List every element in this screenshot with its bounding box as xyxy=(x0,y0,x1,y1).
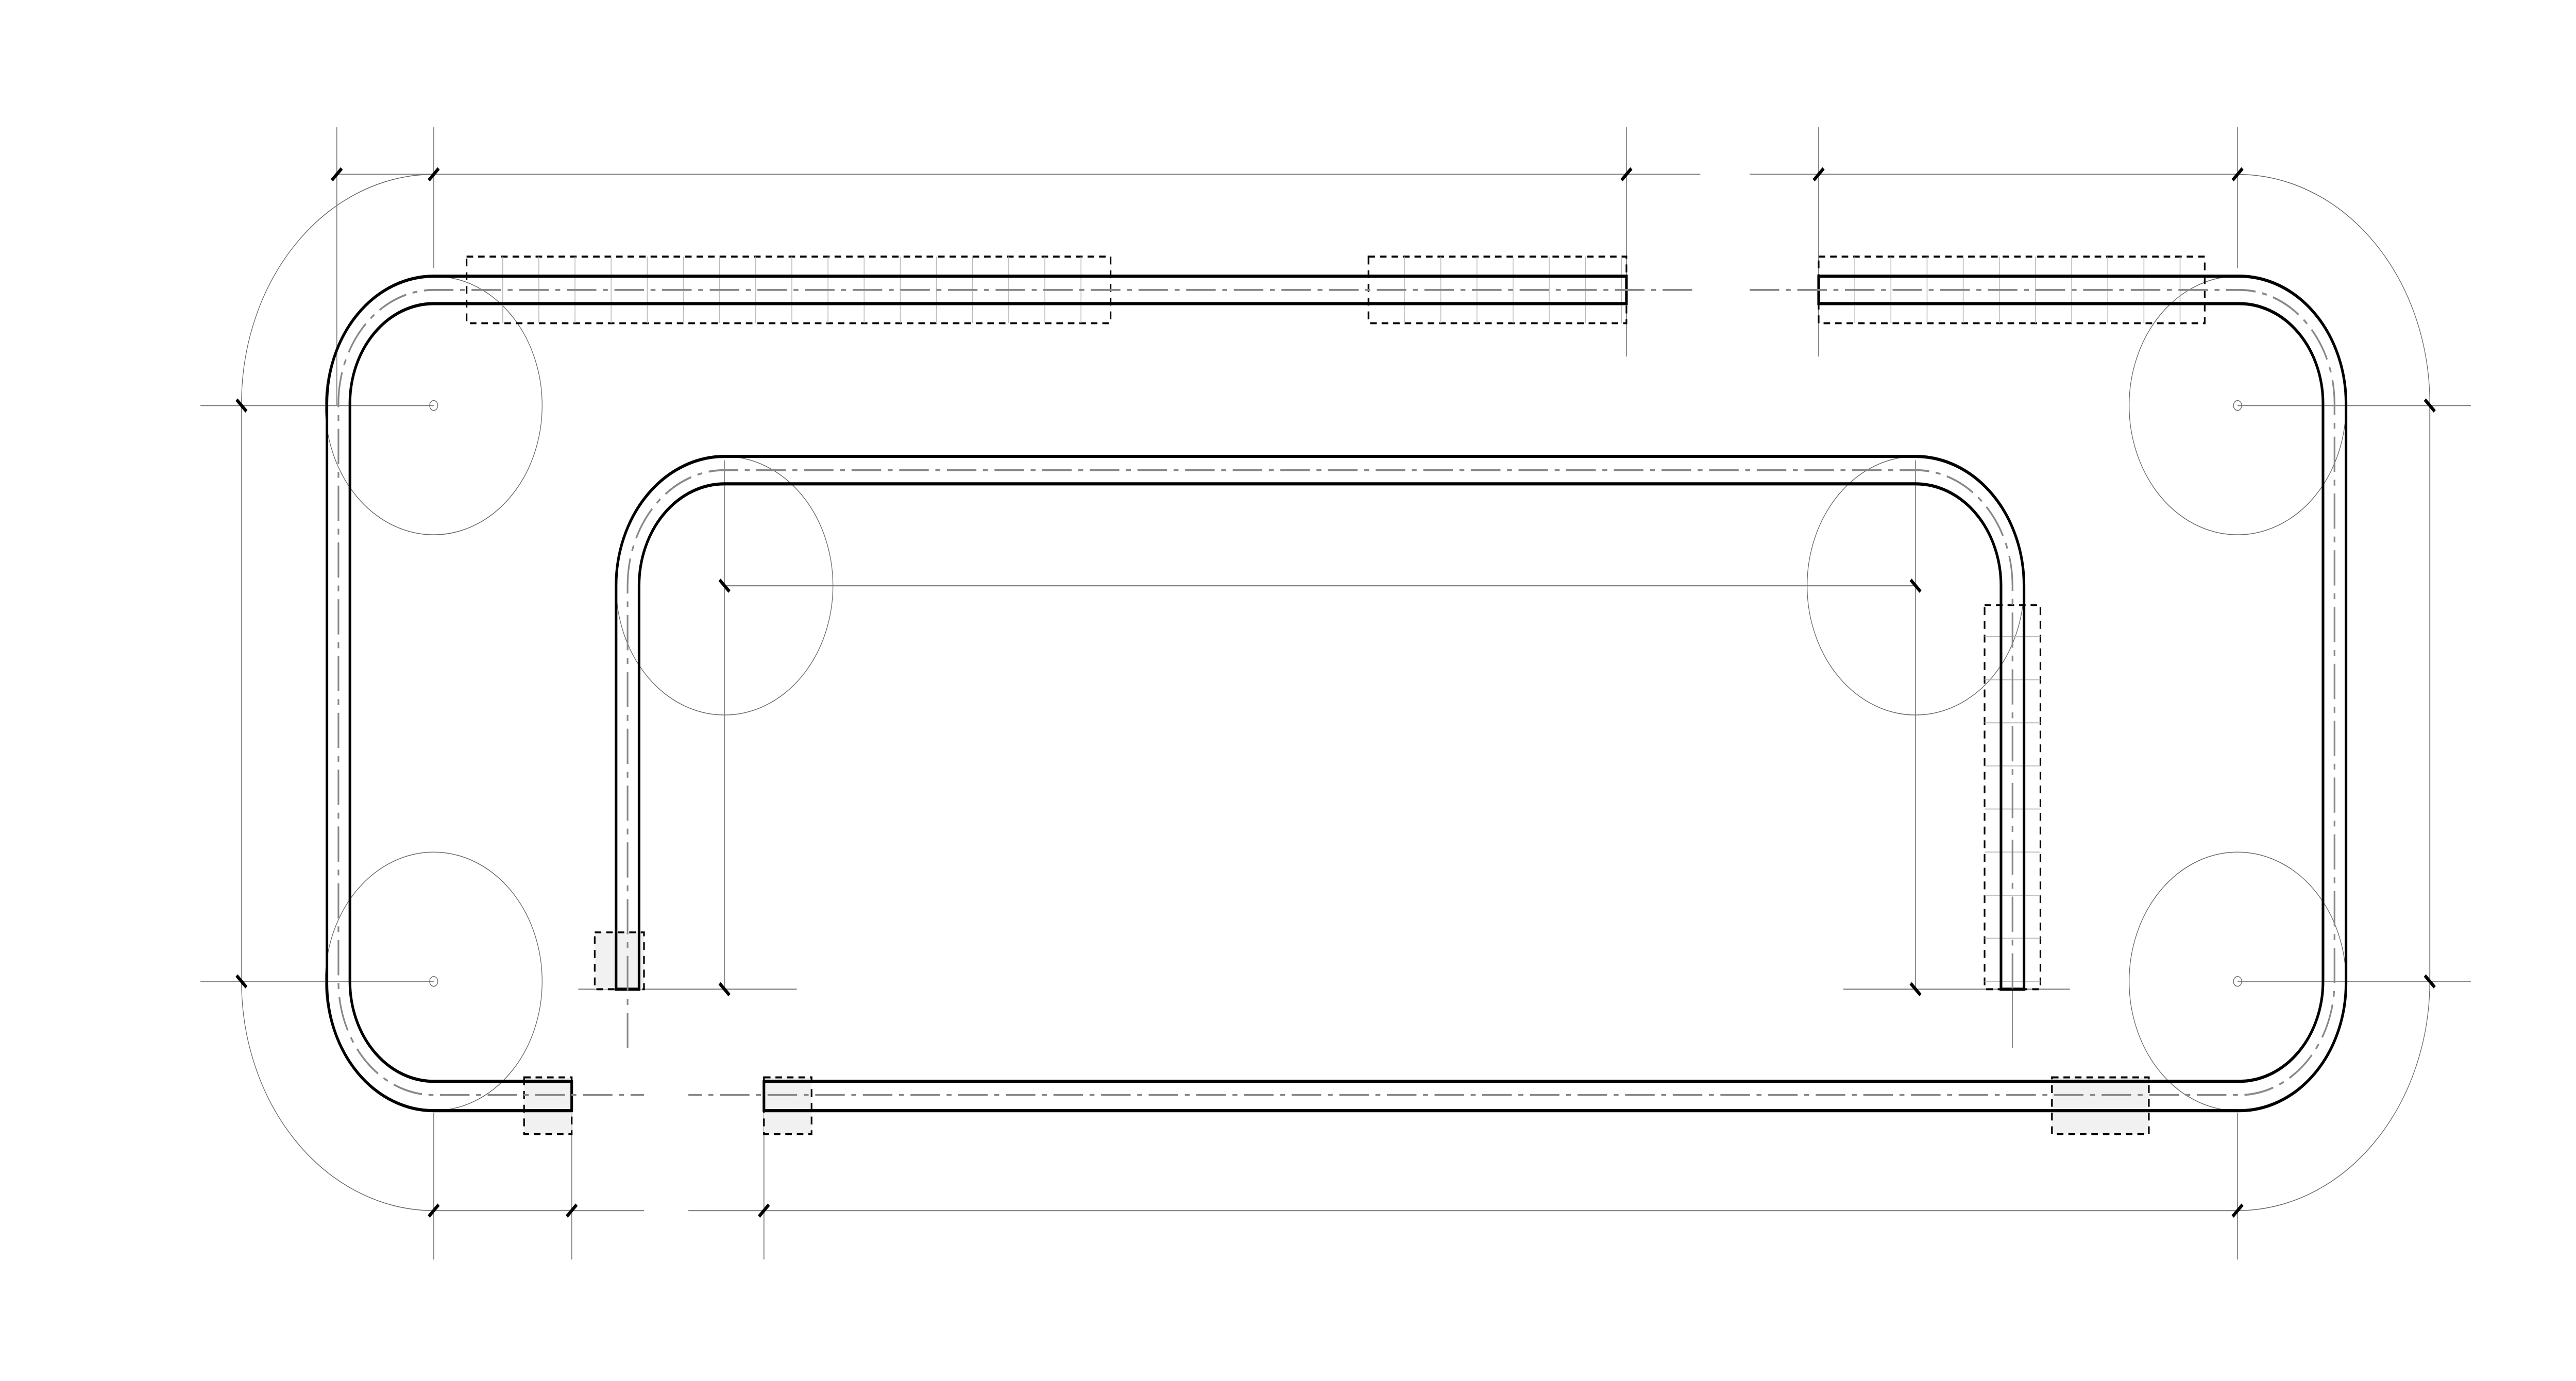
dimension-lines xyxy=(200,127,2471,1260)
dimension-ticks xyxy=(235,167,2436,1218)
lap-zones xyxy=(466,255,2206,1135)
lap-zone-hatch xyxy=(502,257,2181,982)
inner-u-rebar xyxy=(615,455,2026,1048)
outer-rebar xyxy=(326,275,2348,1113)
